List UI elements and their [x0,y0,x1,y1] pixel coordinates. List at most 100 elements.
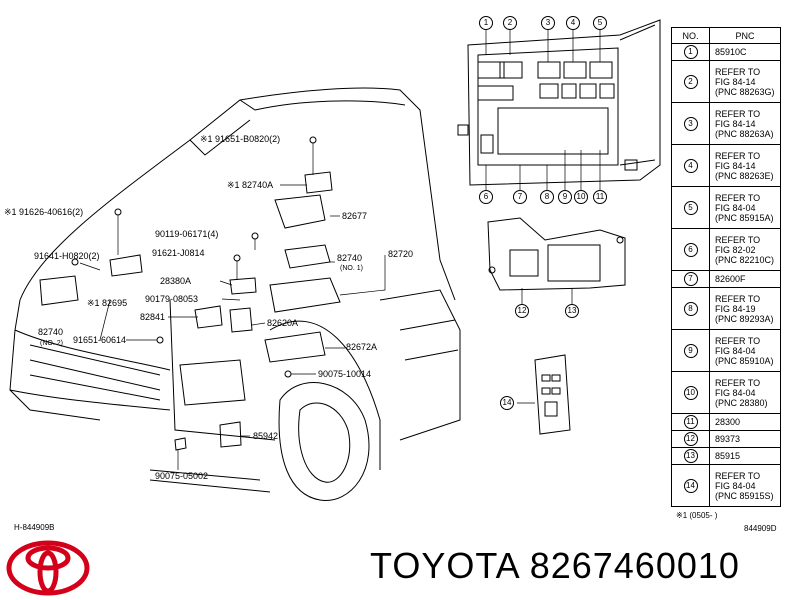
pnc-row-number: 7 [671,270,710,288]
label-82695: ※1 82695 [87,298,128,308]
pnc-row-number: 3 [671,102,710,145]
label-82740-no2-sub: (NO. 2) [40,340,63,347]
fuse-block-14 [517,354,571,435]
header-no: NO. [671,27,710,44]
label-85942: 85942 [253,431,279,441]
pnc-row-number-circle: 6 [683,242,698,257]
pnc-row-value: REFER TO FIG 84-04 (PNC 85915A) [709,186,781,229]
pnc-row-number: 14 [671,464,710,507]
pnc-row-number-circle: 4 [683,158,698,173]
label-91626-40616: ※1 91626-40616(2) [4,207,84,217]
pnc-table-row: 5 REFER TO FIG 84-04 (PNC 85915A) [671,186,781,229]
pnc-row-value: REFER TO FIG 84-14 (PNC 88263E) [709,144,781,187]
label-90179-08053: 90179-08053 [145,294,199,304]
label-91621-j0814: 91621-J0814 [152,248,205,258]
callout-13: 13 [565,304,579,318]
callout-5: 5 [593,16,607,30]
label-82740-no1-sub: (NO. 1) [340,265,363,272]
callout-10: 10 [574,190,588,204]
label-82740-no2: 82740 [38,327,64,337]
callout-1: 1 [479,16,493,30]
diagram-code-left: H-844909B [14,523,55,532]
pnc-table-row: 9 REFER TO FIG 84-04 (PNC 85910A) [671,329,781,372]
pnc-row-value: 89373 [709,430,781,448]
label-82740a: ※1 82740A [227,180,274,190]
pnc-row-value: 28300 [709,413,781,431]
label-90075-10014: 90075-10014 [318,369,372,379]
pnc-table-row: 8 REFER TO FIG 84-19 (PNC 89293A) [671,287,781,330]
pnc-row-value: 85910C [709,43,781,61]
callout-12: 12 [515,304,529,318]
pnc-row-number: 12 [671,430,710,448]
pnc-row-number: 8 [671,287,710,330]
pnc-row-number-circle: 10 [683,385,698,400]
pnc-row-number-circle: 11 [683,415,698,429]
diagram-code-right: 844909D [744,524,777,533]
pnc-table-row: 6 REFER TO FIG 82-02 (PNC 82210C) [671,228,781,271]
label-91641-h0820: 91641-H0820(2) [34,251,100,261]
pnc-row-value: REFER TO FIG 82-02 (PNC 82210C) [709,228,781,271]
pnc-table-header: NO. PNC [671,27,781,44]
pnc-row-number-circle: 7 [683,272,698,286]
label-82740-no1: 82740 [337,253,363,263]
pnc-row-value: REFER TO FIG 84-14 (PNC 88263A) [709,102,781,145]
pnc-table-row: 4 REFER TO FIG 84-14 (PNC 88263E) [671,144,781,187]
date-note: ※1 (0505- ) [676,511,718,520]
pnc-row-number-circle: 9 [683,343,698,358]
label-82841: 82841 [140,312,166,322]
pnc-row-number-circle: 3 [683,116,698,131]
pnc-row-number: 5 [671,186,710,229]
callout-14: 14 [500,396,514,410]
pnc-row-value: REFER TO FIG 84-19 (PNC 89293A) [709,287,781,330]
pnc-table-row: 2 REFER TO FIG 84-14 (PNC 88263G) [671,60,781,103]
callout-2: 2 [503,16,517,30]
pnc-row-value: REFER TO FIG 84-04 (PNC 85910A) [709,329,781,372]
vehicle-outline [9,87,461,501]
callout-7: 7 [513,190,527,204]
pnc-row-number: 4 [671,144,710,187]
label-90119-06171: 90119-06171(4) [155,229,219,239]
pnc-table-row: 3 REFER TO FIG 84-14 (PNC 88263A) [671,102,781,145]
label-28380a: 28380A [160,276,192,286]
toyota-logo-icon [6,540,90,596]
relay-bracket [487,217,626,305]
leader-lines [79,143,386,470]
pnc-row-value: 85915 [709,447,781,465]
callout-6: 6 [479,190,493,204]
label-82677: 82677 [342,211,368,221]
pnc-row-value: REFER TO FIG 84-04 (PNC 85915S) [709,464,781,507]
callout-11: 11 [593,190,607,204]
pnc-row-number: 10 [671,371,710,414]
label-82720: 82720 [388,249,414,259]
pnc-table-row: 10 REFER TO FIG 84-04 (PNC 28380) [671,371,781,414]
pnc-row-number: 6 [671,228,710,271]
pnc-table-row: 13 85915 [671,447,781,465]
pnc-row-number-circle: 13 [683,449,698,463]
pnc-row-value: 82600F [709,270,781,288]
pnc-table-row: 11 28300 [671,413,781,431]
callout-4: 4 [566,16,580,30]
header-pnc: PNC [709,27,781,44]
pnc-row-value: REFER TO FIG 84-04 (PNC 28380) [709,371,781,414]
label-90075-05002: 90075-05002 [155,471,209,481]
pnc-row-number: 11 [671,413,710,431]
pnc-table-row: 12 89373 [671,430,781,448]
pnc-row-number: 9 [671,329,710,372]
label-82620a: 82620A [267,318,299,328]
brand-part-number: TOYOTA 8267460010 [370,545,740,586]
pnc-row-number-circle: 8 [683,301,698,316]
pnc-row-number-circle: 5 [683,200,698,215]
callout-3: 3 [541,16,555,30]
pnc-row-number-circle: 14 [683,478,698,493]
label-91651-60614: 91651-60614 [73,335,127,345]
pnc-row-value: REFER TO FIG 84-14 (PNC 88263G) [709,60,781,103]
pnc-row-number-circle: 2 [683,74,698,89]
pnc-table-row: 14 REFER TO FIG 84-04 (PNC 85915S) [671,464,781,507]
callout-8: 8 [540,190,554,204]
pnc-row-number-circle: 12 [683,432,698,446]
relay-block [457,19,661,190]
pnc-row-number: 13 [671,447,710,465]
callout-9: 9 [558,190,572,204]
